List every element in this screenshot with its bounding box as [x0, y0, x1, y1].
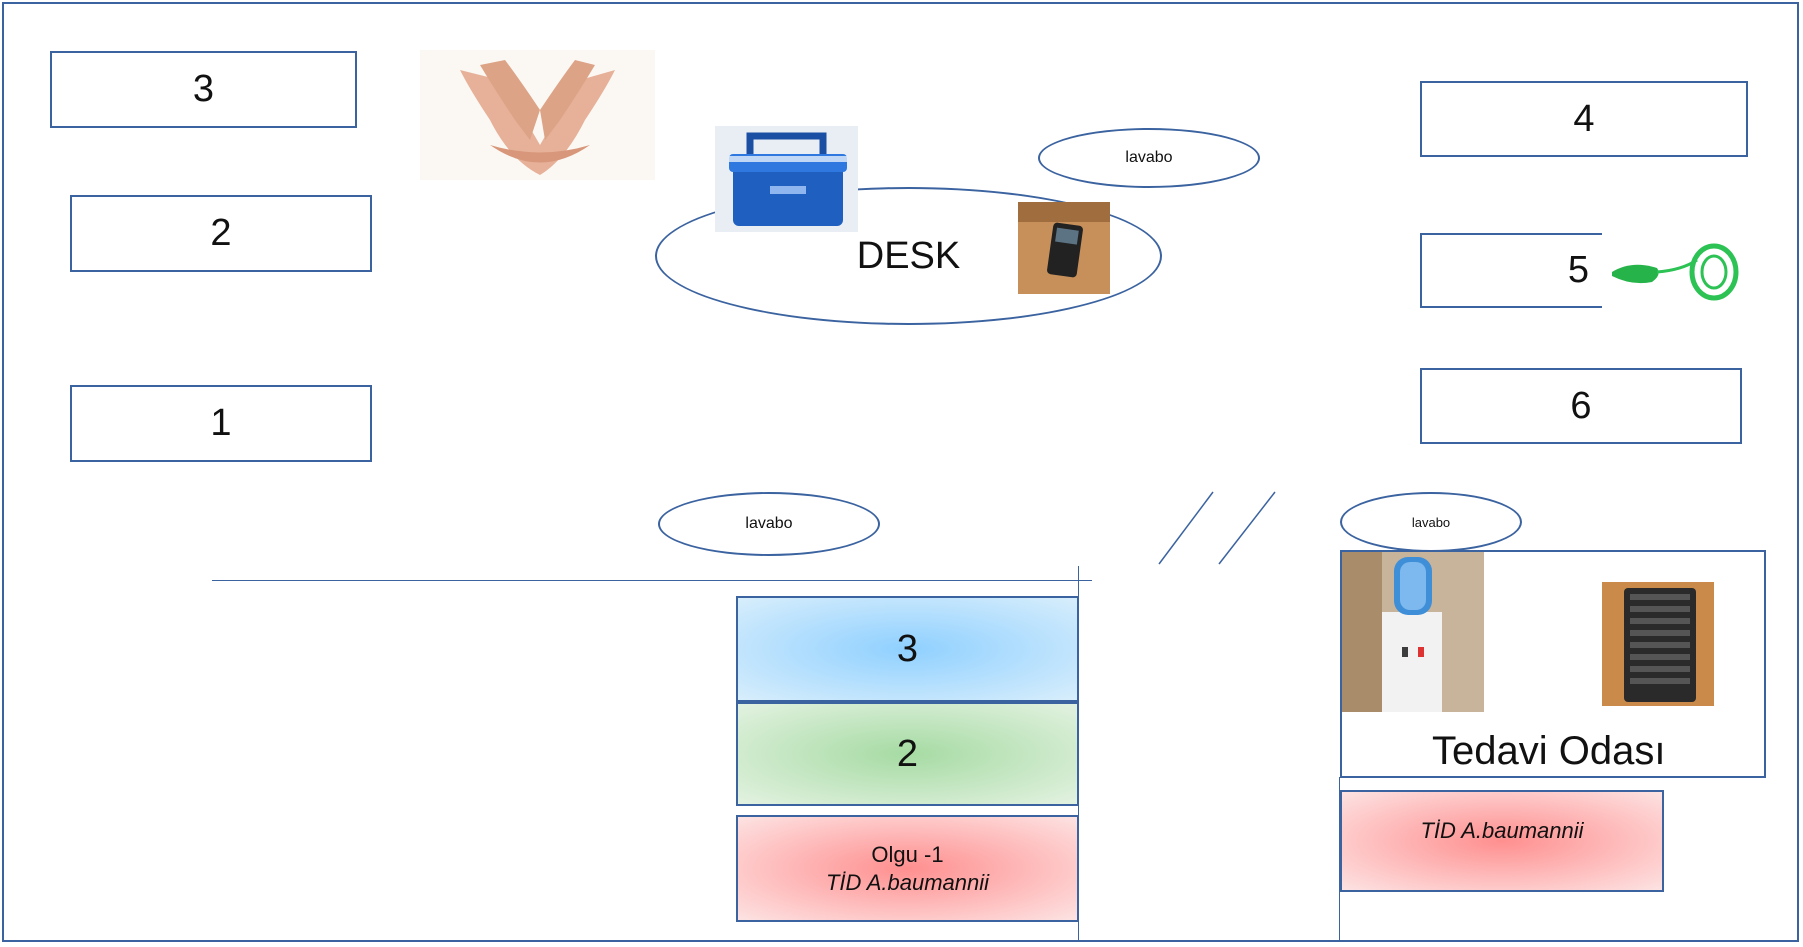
case-organism: TİD A.baumannii [1420, 818, 1584, 843]
case-bed[interactable]: Olgu -1 TİD A.baumannii [736, 815, 1079, 922]
keyboard-icon [1602, 582, 1714, 706]
sink-label: lavabo [1411, 514, 1451, 530]
bed-2-left[interactable]: 2 [70, 195, 372, 272]
bed-label: 2 [896, 732, 919, 775]
sink-label: lavabo [1125, 149, 1173, 166]
bed-label: 1 [210, 402, 232, 444]
wall-horizontal [212, 580, 1092, 581]
bed-6-right[interactable]: 6 [1420, 368, 1742, 444]
sink-right[interactable]: lavabo [1340, 492, 1522, 552]
bed-4-right[interactable]: 4 [1420, 81, 1748, 157]
bed-label: 3 [896, 627, 919, 670]
bed-1-left[interactable]: 1 [70, 385, 372, 462]
desk-label: DESK [856, 234, 961, 277]
bed-3-left[interactable]: 3 [50, 51, 357, 128]
treatment-room[interactable]: Tedavi Odası [1340, 550, 1766, 778]
case-organism: TİD A.baumannii [825, 869, 990, 895]
sink-label: lavabo [745, 515, 793, 532]
cooler-box-icon [715, 126, 858, 232]
door-marks [1158, 491, 1276, 565]
oxygen-mask-icon [1602, 230, 1744, 312]
treatment-room-case[interactable]: TİD A.baumannii [1340, 790, 1664, 892]
bed-label: 4 [1573, 97, 1595, 140]
bed-label: 3 [192, 68, 215, 110]
sink-middle[interactable]: lavabo [658, 492, 880, 556]
phone-icon [1018, 202, 1110, 294]
ward-bed-2[interactable]: 2 [736, 702, 1079, 806]
hands-icon [420, 50, 655, 180]
case-title: Olgu -1 [871, 841, 944, 867]
bed-label: 5 [1567, 249, 1589, 291]
water-dispenser-icon [1342, 552, 1484, 712]
bed-label: 6 [1570, 384, 1592, 427]
wall-vertical-right [1339, 777, 1340, 942]
bed-5-right[interactable]: 5 [1420, 233, 1605, 308]
bed-label: 2 [210, 212, 232, 254]
ward-bed-3[interactable]: 3 [736, 596, 1079, 702]
treatment-room-title: Tedavi Odası [1432, 729, 1666, 773]
sink-top[interactable]: lavabo [1038, 128, 1260, 188]
